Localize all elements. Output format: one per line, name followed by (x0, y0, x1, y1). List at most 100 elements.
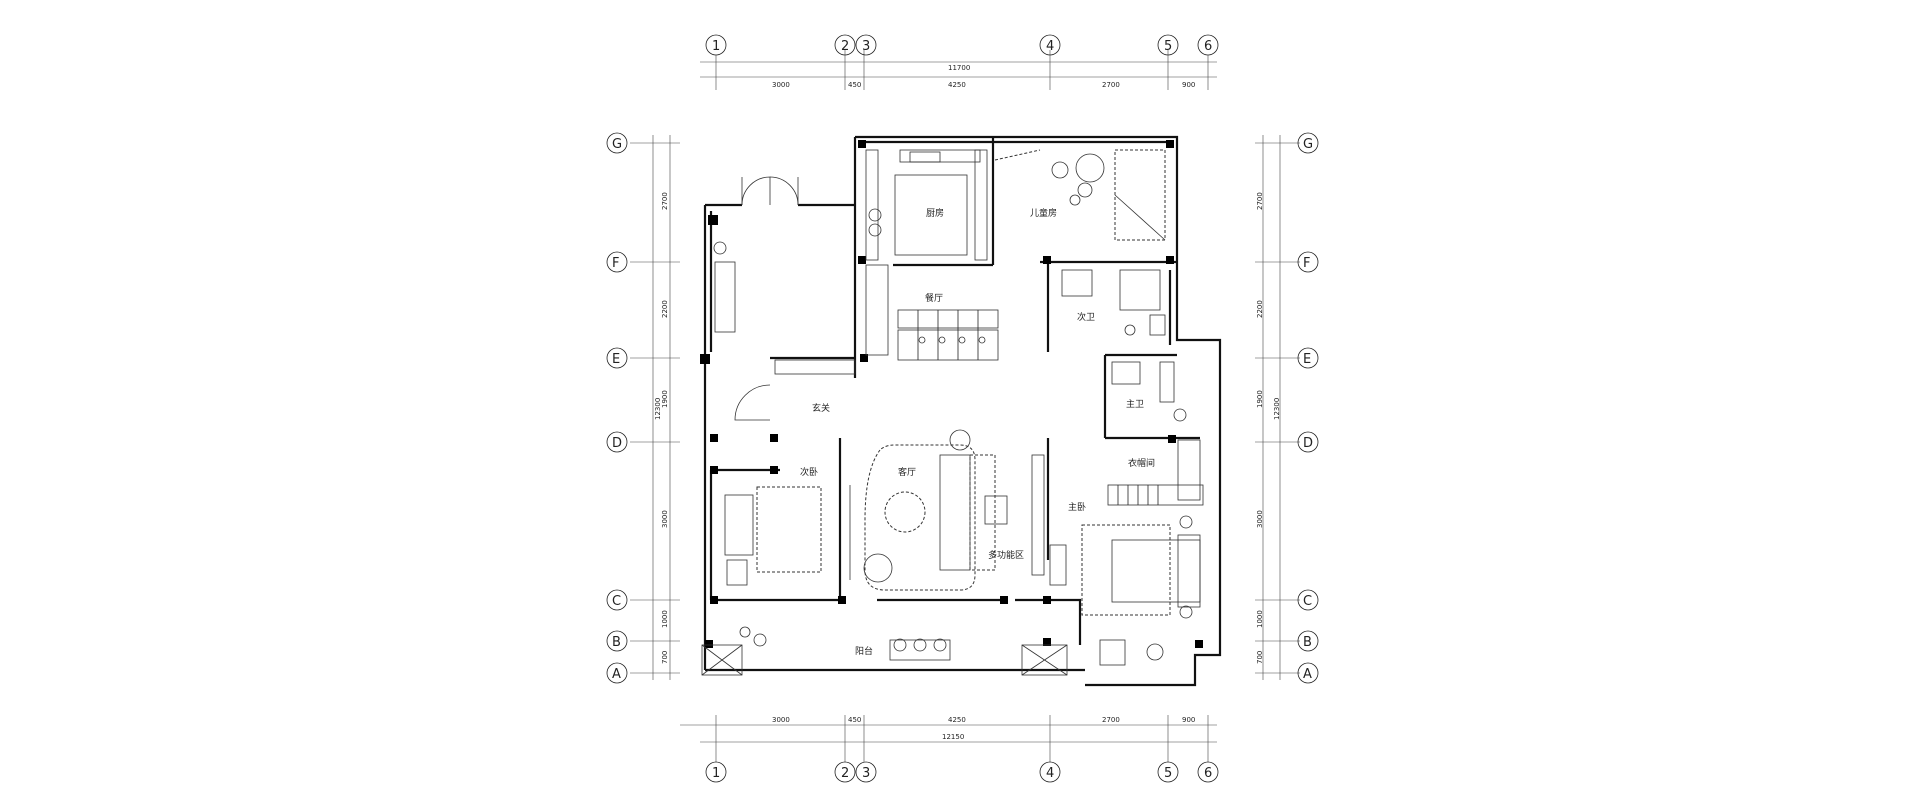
bottom-dim-1: 3000 (772, 716, 790, 724)
room-label-kitchen: 厨房 (926, 207, 944, 219)
svg-text:B: B (612, 635, 621, 650)
top-axis-3: 3 (855, 34, 877, 56)
right-dim-5: 1000 (1256, 610, 1264, 628)
room-label-multi-function: 多功能区 (988, 549, 1024, 561)
top-axis-4: 4 (1039, 34, 1061, 56)
interior-walls (712, 137, 1200, 645)
svg-text:4: 4 (1046, 766, 1054, 781)
kitchen-fixtures (865, 149, 988, 261)
left-dim-5: 1000 (661, 610, 669, 628)
svg-text:6: 6 (1204, 39, 1212, 54)
bottom-axis-2: 2 (834, 761, 856, 783)
right-total-dim: 12300 (1273, 398, 1281, 420)
left-axis-A: A (606, 662, 628, 684)
left-axis-E: E (606, 347, 628, 369)
top-axis-5: 5 (1157, 34, 1179, 56)
left-dim-3: 1900 (661, 390, 669, 408)
left-dim-1: 2700 (661, 192, 669, 210)
right-axis-F: F (1297, 251, 1319, 273)
top-axis-2: 2 (834, 34, 856, 56)
right-axis-E: E (1297, 347, 1319, 369)
room-label-living-room: 客厅 (898, 466, 916, 478)
svg-text:F: F (612, 256, 619, 271)
balcony-furniture (701, 626, 1164, 676)
top-axis-1: 1 (705, 34, 727, 56)
room-label-entry: 玄关 (812, 402, 830, 414)
svg-text:4: 4 (1046, 39, 1054, 54)
svg-text:C: C (612, 594, 621, 609)
multi-function-furniture (1031, 454, 1067, 586)
room-label-master-bedroom: 主卧 (1068, 501, 1086, 513)
svg-text:F: F (1303, 256, 1310, 271)
right-axis-A: A (1297, 662, 1319, 684)
room-labels: 厨房 儿童房 餐厅 次卫 玄关 主卫 次卧 客厅 衣帽间 主卧 多功能区 阳台 (800, 207, 1155, 657)
master-bed (1081, 515, 1201, 619)
top-dimension-band: 11700 3000 450 4250 2700 900 1 2 3 4 5 6 (700, 34, 1219, 90)
svg-text:G: G (1303, 137, 1313, 152)
svg-text:A: A (1303, 667, 1312, 682)
bottom-dim-3: 4250 (948, 716, 966, 724)
double-door (741, 176, 799, 206)
room-label-walk-in-closet: 衣帽间 (1128, 457, 1155, 469)
bottom-axis-3: 3 (855, 761, 877, 783)
top-axis-6: 6 (1197, 34, 1219, 56)
right-axis-D: D (1297, 431, 1319, 453)
dining-table (897, 309, 999, 361)
svg-text:D: D (612, 436, 622, 451)
structural-columns (700, 140, 1203, 648)
right-axis-C: C (1297, 589, 1319, 611)
left-dimension-band: 12300 2700 2200 1900 3000 1000 700 G F E… (606, 132, 680, 684)
top-dim-3: 4250 (948, 81, 966, 89)
room-label-second-bath: 次卫 (1077, 311, 1095, 323)
svg-text:B: B (1303, 635, 1312, 650)
bottom-axis-4: 4 (1039, 761, 1061, 783)
svg-text:5: 5 (1164, 766, 1172, 781)
svg-text:3: 3 (862, 766, 870, 781)
right-axis-G: G (1297, 132, 1319, 154)
kids-room-furniture (994, 149, 1166, 241)
room-label-master-bath: 主卫 (1126, 398, 1144, 410)
bottom-dim-2: 450 (848, 716, 861, 724)
left-dim-4: 3000 (661, 510, 669, 528)
svg-text:1: 1 (712, 39, 720, 54)
closet-shelves (1107, 439, 1204, 506)
bottom-dim-4: 2700 (1102, 716, 1120, 724)
bottom-dim-5: 900 (1182, 716, 1195, 724)
bottom-dimension-band: 3000 450 4250 2700 900 12150 1 2 3 4 5 6 (680, 715, 1219, 783)
left-axis-D: D (606, 431, 628, 453)
second-bedroom-bed (724, 485, 851, 586)
svg-text:6: 6 (1204, 766, 1212, 781)
top-dim-2: 450 (848, 81, 861, 89)
top-dim-5: 900 (1182, 81, 1195, 89)
left-axis-G: G (606, 132, 628, 154)
left-dim-6: 700 (661, 651, 669, 664)
entry-cabinet (734, 359, 856, 421)
svg-text:E: E (612, 352, 620, 367)
room-label-second-bedroom: 次卧 (800, 466, 818, 478)
exterior-walls (703, 135, 1222, 687)
garden-fixtures (713, 241, 736, 333)
right-dim-6: 700 (1256, 651, 1264, 664)
second-bath-fixtures (1061, 269, 1166, 336)
svg-text:G: G (612, 137, 622, 152)
living-room-furniture (863, 429, 1008, 591)
svg-text:3: 3 (862, 39, 870, 54)
dining-cabinets (865, 264, 889, 356)
svg-text:2: 2 (841, 766, 849, 781)
room-label-dining: 餐厅 (925, 292, 943, 304)
right-dim-1: 2700 (1256, 192, 1264, 210)
top-dim-4: 2700 (1102, 81, 1120, 89)
left-axis-B: B (606, 630, 628, 652)
room-label-balcony: 阳台 (855, 645, 873, 657)
master-bath-fixtures (1111, 361, 1187, 422)
right-dim-3: 1900 (1256, 390, 1264, 408)
svg-text:1: 1 (712, 766, 720, 781)
right-dimension-band: 2700 2200 1900 12300 3000 1000 700 G F E… (1255, 132, 1319, 684)
svg-text:A: A (612, 667, 621, 682)
bottom-total-dim: 12150 (942, 733, 964, 741)
right-dim-2: 2200 (1256, 300, 1264, 318)
left-axis-C: C (606, 589, 628, 611)
left-dim-2: 2200 (661, 300, 669, 318)
bottom-axis-5: 5 (1157, 761, 1179, 783)
